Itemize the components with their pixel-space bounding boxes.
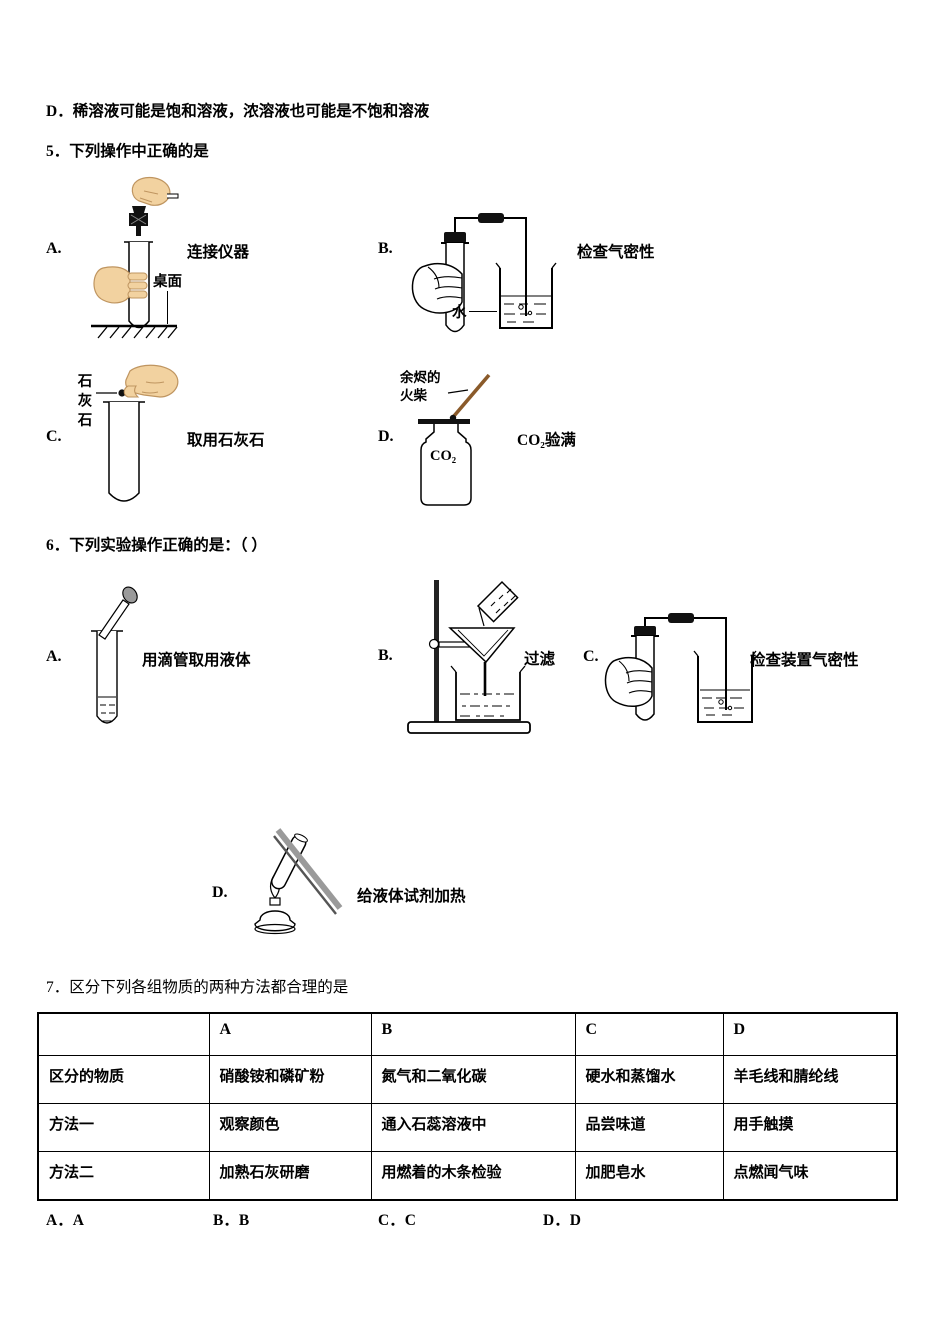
receiving-beaker [450,665,526,721]
airtightness-check-figure [411,213,557,333]
take-limestone-figure [96,364,179,502]
cell: 用手触摸 [722,1103,898,1152]
q6-option-a-letter: A. [46,648,62,665]
limestone-label: 石灰石 [75,373,92,432]
test-tube [91,630,123,724]
dropper-stopper [129,206,148,236]
header-cell-c: C [574,1012,724,1056]
co2-full-test-figure [418,373,491,506]
q6-option-c-letter: C. [583,648,599,665]
cell: 通入石蕊溶液中 [370,1103,576,1152]
stopper [441,232,469,244]
q5-option-b-caption: 检查气密性 [577,244,655,261]
q7-answer-a: A．A [46,1212,84,1229]
q6-option-c-caption: 检查装置气密性 [750,652,859,669]
q5-option-a-caption: 连接仪器 [187,244,250,261]
tube-holder [273,828,343,915]
device-airtightness-figure [604,613,757,723]
hand [123,364,179,398]
q7-answer-c: C．C [378,1212,416,1229]
row-label: 方法一 [37,1103,210,1152]
dropper [98,586,138,640]
pouring-beaker [476,580,519,627]
delivery-tube-in-water [518,268,533,316]
table-row-method2: 方法二 加熟石灰研磨 用燃着的木条检验 加肥皂水 点燃闻气味 [37,1151,898,1201]
heating-liquid-figure [254,828,343,935]
row-label: 方法二 [37,1151,210,1201]
cell: 硝酸铵和磷矿粉 [208,1055,372,1104]
test-tube [103,401,145,502]
table-surface [91,324,178,339]
q6-option-b-caption: 过滤 [524,651,556,668]
q6-option-a-caption: 用滴管取用液体 [142,652,251,669]
water-label: 水 [452,305,467,321]
cell: 用燃着的木条检验 [370,1151,576,1201]
table-label-pointer [167,291,168,324]
q6-option-d-letter: D. [212,884,228,901]
match-label-line1: 余烬的 [400,370,441,385]
holding-hand [604,656,653,708]
cell: 硬水和蒸馏水 [574,1055,724,1104]
table-header-row: A B C D [37,1012,898,1056]
q6-option-b-letter: B. [378,647,393,664]
table-surface-label: 桌面 [153,274,182,290]
cell: 点燃闻气味 [722,1151,898,1201]
cell: 品尝味道 [574,1103,724,1152]
q7-title: 7．区分下列各组物质的两种方法都合理的是 [46,979,349,996]
delivery-tube [644,613,727,656]
delivery-tube [454,213,527,268]
cell: 加熟石灰研磨 [208,1151,372,1201]
header-cell-d: D [722,1012,898,1056]
q6-option-d-caption: 给液体试剂加热 [357,888,466,905]
q7-answer-d: D．D [543,1212,581,1229]
q7-comparison-table: A B C D 区分的物质 硝酸铵和磷矿粉 氮气和二氧化碳 硬水和蒸馏水 羊毛线… [37,1012,898,1201]
q5-option-d-caption: CO₂验满 [517,432,576,449]
q7-answer-b: B．B [213,1212,250,1229]
q5-option-c-letter: C. [46,428,62,445]
table-row-method1: 方法一 观察颜色 通入石蕊溶液中 品尝味道 用手触摸 [37,1103,898,1152]
held-glass-tube [167,193,179,199]
holding-hand [411,262,463,314]
delivery-tube-in-water [718,656,733,711]
q5-title: 5．下列操作中正确的是 [46,143,209,160]
q5-option-d-letter: D. [378,428,394,445]
cell: 观察颜色 [208,1103,372,1152]
gas-bottle [418,419,472,506]
row-label: 区分的物质 [37,1055,210,1104]
q6-title: 6．下列实验操作正确的是：（ ） [46,537,267,554]
funnel [448,627,516,696]
filtration-figure [407,580,531,734]
q5-option-c-caption: 取用石灰石 [187,432,265,449]
connect-instruments-figure [91,176,179,339]
header-cell-blank [37,1012,210,1056]
dropper-in-tube-figure [91,586,138,724]
upper-hand [131,176,171,206]
header-cell-a: A [208,1012,372,1056]
holding-hand [93,266,148,304]
limestone-lump [96,389,126,397]
water-label-pointer [469,311,497,312]
bottle-co2-label: CO₂ [430,448,457,464]
cell: 羊毛线和腈纶线 [722,1055,898,1104]
intro-option-d-text: D．稀溶液可能是饱和溶液，浓溶液也可能是不饱和溶液 [46,103,430,120]
glowing-match [447,373,491,422]
cell: 氮气和二氧化碳 [370,1055,576,1104]
test-tube [271,833,308,890]
q5-option-b-letter: B. [378,240,393,257]
stopper [631,626,659,637]
table-row-substances: 区分的物质 硝酸铵和磷矿粉 氮气和二氧化碳 硬水和蒸馏水 羊毛线和腈纶线 [37,1055,898,1104]
match-label-line2: 火柴 [400,388,427,403]
cell: 加肥皂水 [574,1151,724,1201]
header-cell-b: B [370,1012,576,1056]
q5-option-a-letter: A. [46,240,62,257]
